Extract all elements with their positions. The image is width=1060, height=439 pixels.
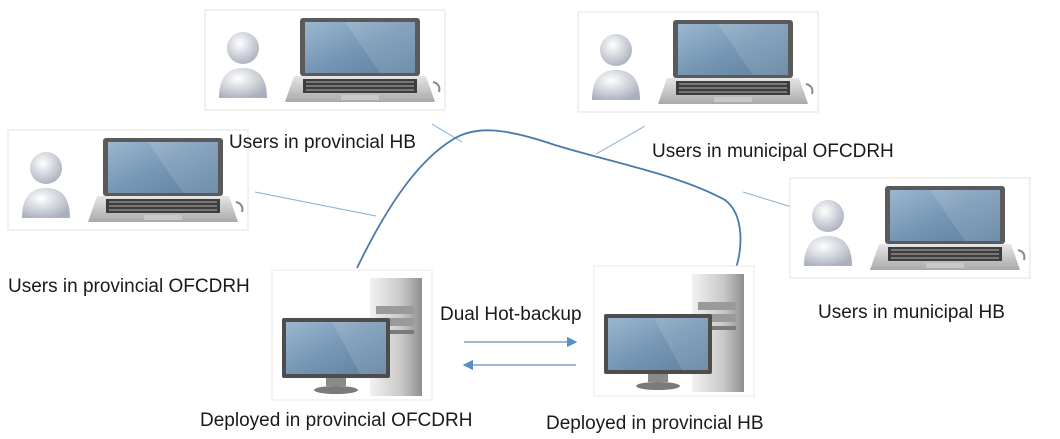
server-provincial-hb-icon: [593, 265, 755, 397]
label-users-municipal-hb: Users in municipal HB: [818, 302, 1005, 323]
laptop-user-provincial-hb-icon: [204, 9, 446, 111]
label-users-provincial-ofcdrh: Users in provincial OFCDRH: [8, 276, 250, 297]
laptop-user-municipal-ofcdrh-icon: [577, 11, 819, 113]
label-users-provincial-hb: Users in provincial HB: [229, 132, 416, 153]
network-curve: [356, 129, 742, 269]
link-municipal-hb: [742, 191, 796, 209]
server-provincial-ofcdrh-icon: [271, 269, 433, 401]
label-deployed-provincial-ofcdrh: Deployed in provincial OFCDRH: [200, 410, 473, 431]
laptop-user-provincial-ofcdrh-icon: [7, 129, 249, 231]
link-municipal-ofcdrh: [595, 125, 646, 155]
label-link-dual-hot-backup: Dual Hot-backup: [440, 304, 582, 325]
label-deployed-provincial-hb: Deployed in provincial HB: [546, 413, 764, 434]
link-provincial-hb: [431, 123, 463, 143]
laptop-user-municipal-hb-icon: [789, 177, 1031, 279]
link-provincial-ofcdrh: [254, 191, 377, 217]
label-users-municipal-ofcdrh: Users in municipal OFCDRH: [652, 141, 894, 162]
